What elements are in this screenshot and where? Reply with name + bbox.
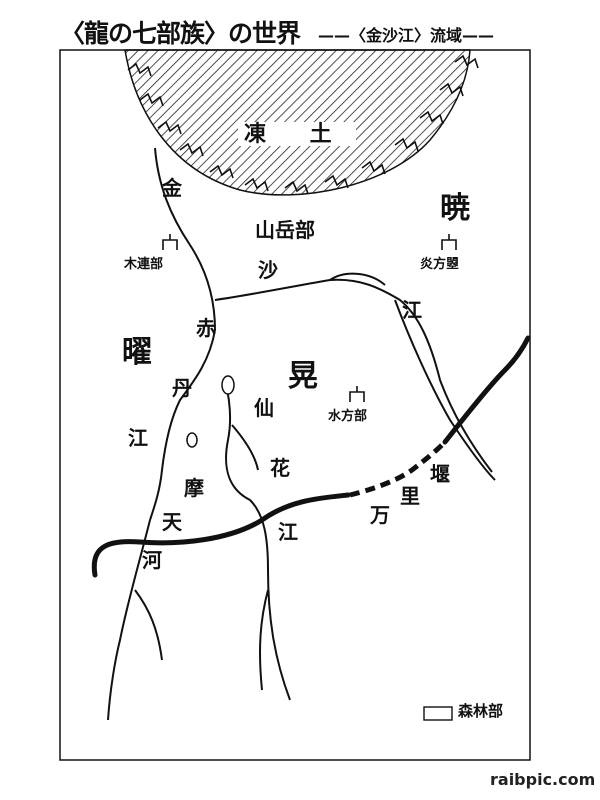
tribe-sangaku: 山岳部 bbox=[255, 218, 315, 242]
tribe-marker-suiho bbox=[349, 386, 365, 402]
watermark: raibpic.com bbox=[490, 770, 596, 789]
mountain-ridge bbox=[127, 54, 479, 195]
river-sekitan-char-3: 江 bbox=[128, 426, 148, 450]
river-maten-char-3: 河 bbox=[142, 548, 162, 572]
tribe-suiho: 水方部 bbox=[328, 409, 368, 424]
river-senka bbox=[224, 379, 291, 701]
tribe-mokuren: 木連部 bbox=[124, 257, 164, 272]
river-senka-char-3: 江 bbox=[278, 520, 298, 544]
lake-south bbox=[186, 432, 198, 448]
river-kinsha bbox=[154, 147, 493, 473]
tribe-marker-enho bbox=[441, 234, 457, 250]
map-header: 〈龍の七部族〉の世界 ——〈金沙江〉流域—— bbox=[60, 14, 530, 48]
wall-char-ri: 里 bbox=[400, 484, 420, 508]
river-senka-char-2: 花 bbox=[270, 456, 290, 480]
river-sekitan-char-1: 赤 bbox=[196, 316, 216, 340]
legend-forest-label: 森林部 bbox=[458, 702, 504, 720]
river-kinsha-char-2: 沙 bbox=[258, 258, 278, 282]
tribe-marker-mokuren bbox=[162, 234, 178, 250]
great-wall-line bbox=[91, 492, 351, 578]
river-maten bbox=[107, 519, 163, 721]
great-wall-dashed bbox=[349, 440, 447, 498]
map-subtitle: ——〈金沙江〉流域—— bbox=[318, 26, 495, 45]
lake-north bbox=[221, 375, 235, 395]
region-you: 曜 bbox=[122, 335, 152, 370]
frozen-land-label: 凍 土 bbox=[238, 122, 356, 146]
wall-char-man: 万 bbox=[370, 503, 390, 527]
river-kinsha-char-1: 金 bbox=[162, 176, 182, 200]
river-senka-char-1: 仙 bbox=[254, 396, 274, 420]
river-sekitan bbox=[149, 329, 216, 521]
region-gyo: 暁 bbox=[440, 191, 470, 226]
river-maten-char-1: 摩 bbox=[184, 476, 204, 500]
river-sekitan-char-2: 丹 bbox=[172, 376, 192, 400]
river-maten-char-2: 天 bbox=[162, 510, 182, 534]
wall-char-en: 堰 bbox=[430, 462, 450, 486]
map-title: 〈龍の七部族〉の世界 bbox=[60, 19, 301, 48]
river-east bbox=[394, 299, 496, 481]
river-kinsha-char-3: 江 bbox=[402, 298, 422, 322]
great-wall-east bbox=[442, 335, 531, 445]
tribe-enho: 炎方曌 bbox=[420, 257, 460, 272]
region-kou: 晃 bbox=[288, 359, 318, 394]
legend-forest-swatch bbox=[423, 706, 453, 721]
